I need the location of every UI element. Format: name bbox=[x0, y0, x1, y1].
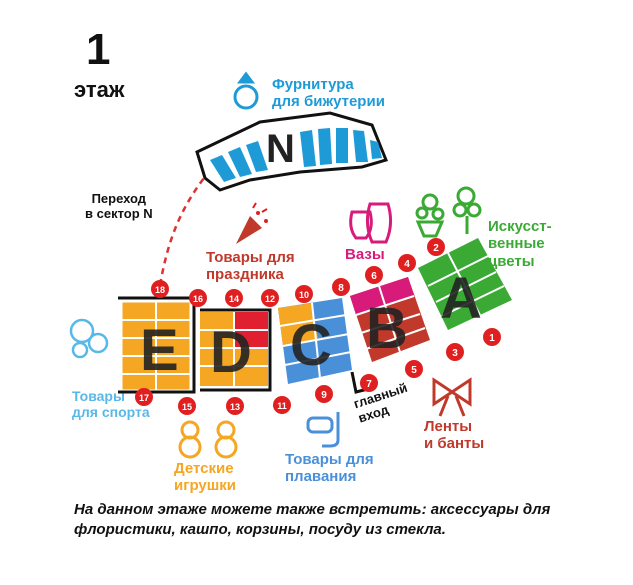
svg-text:10: 10 bbox=[299, 290, 309, 300]
marker-13[interactable]: 13 bbox=[226, 397, 244, 415]
label-sport: Товары для спорта bbox=[72, 388, 150, 421]
label-prazdnik: Товары для праздника bbox=[206, 249, 295, 284]
marker-8[interactable]: 8 bbox=[332, 278, 350, 296]
label-plavanie: Товары для плавания bbox=[285, 451, 374, 486]
svg-text:12: 12 bbox=[265, 294, 275, 304]
confetti-icon bbox=[236, 202, 268, 244]
sector-e[interactable]: E bbox=[118, 296, 196, 394]
svg-text:15: 15 bbox=[182, 402, 192, 412]
sector-c-letter: C bbox=[290, 313, 332, 378]
svg-text:11: 11 bbox=[277, 401, 287, 411]
marker-1[interactable]: 1 bbox=[483, 328, 501, 346]
floor-word: этаж bbox=[74, 77, 125, 102]
marker-16[interactable]: 16 bbox=[189, 289, 207, 307]
ring-icon bbox=[233, 71, 259, 110]
snorkel-mask-icon bbox=[306, 412, 340, 448]
marker-12[interactable]: 12 bbox=[261, 289, 279, 307]
sector-b[interactable]: B bbox=[350, 277, 430, 362]
label-igrushki: Детские игрушки bbox=[174, 460, 237, 495]
teddy-bears-icon bbox=[178, 420, 238, 459]
sector-c[interactable]: C bbox=[278, 298, 352, 384]
flowers-icon bbox=[415, 186, 482, 238]
svg-text:3: 3 bbox=[452, 348, 458, 359]
sector-d[interactable]: D bbox=[200, 308, 272, 392]
label-lenty: Ленты и банты bbox=[424, 418, 485, 453]
label-furnitura: Фурнитура для бижутерии bbox=[272, 76, 385, 111]
sector-b-letter: B bbox=[366, 296, 408, 361]
svg-text:8: 8 bbox=[338, 283, 344, 294]
marker-14[interactable]: 14 bbox=[225, 289, 243, 307]
svg-text:18: 18 bbox=[155, 285, 165, 295]
marker-10[interactable]: 10 bbox=[295, 285, 313, 303]
vases-icon bbox=[349, 202, 393, 244]
svg-text:7: 7 bbox=[366, 379, 372, 390]
svg-text:2: 2 bbox=[433, 243, 439, 254]
sector-n[interactable]: N bbox=[195, 111, 389, 192]
marker-3[interactable]: 3 bbox=[446, 343, 464, 361]
svg-text:1: 1 bbox=[489, 333, 495, 344]
label-cvety: Искусст- венные цветы bbox=[488, 218, 552, 270]
marker-4[interactable]: 4 bbox=[398, 254, 416, 272]
marker-2[interactable]: 2 bbox=[427, 238, 445, 256]
marker-6[interactable]: 6 bbox=[365, 266, 383, 284]
transition-path bbox=[158, 177, 206, 286]
svg-text:17: 17 bbox=[139, 393, 149, 403]
svg-text:14: 14 bbox=[229, 294, 239, 304]
marker-9[interactable]: 9 bbox=[315, 385, 333, 403]
footer-note: На данном этаже можете также встретить: … bbox=[74, 501, 551, 539]
sector-d-letter: D bbox=[210, 320, 252, 385]
label-vazy: Вазы bbox=[345, 246, 385, 263]
svg-text:13: 13 bbox=[230, 402, 240, 412]
svg-text:9: 9 bbox=[321, 390, 327, 401]
sector-n-letter: N bbox=[266, 127, 295, 171]
bow-icon bbox=[432, 377, 472, 417]
sports-balls-icon bbox=[69, 318, 109, 359]
marker-5[interactable]: 5 bbox=[405, 360, 423, 378]
marker-17[interactable]: 17 bbox=[135, 388, 153, 406]
floor-number: 1 bbox=[86, 25, 111, 74]
marker-7[interactable]: 7 bbox=[360, 374, 378, 392]
svg-text:5: 5 bbox=[411, 365, 417, 376]
sector-e-letter: E bbox=[140, 318, 179, 383]
marker-18[interactable]: 18 bbox=[151, 280, 169, 298]
sector-a-letter: A bbox=[440, 266, 482, 331]
svg-text:16: 16 bbox=[193, 294, 203, 304]
svg-text:6: 6 bbox=[371, 271, 377, 282]
svg-text:4: 4 bbox=[404, 259, 410, 270]
marker-11[interactable]: 11 bbox=[273, 396, 291, 414]
marker-15[interactable]: 15 bbox=[178, 397, 196, 415]
sector-a[interactable]: A bbox=[418, 238, 512, 331]
label-perehod: Переход в сектор N bbox=[85, 191, 153, 221]
